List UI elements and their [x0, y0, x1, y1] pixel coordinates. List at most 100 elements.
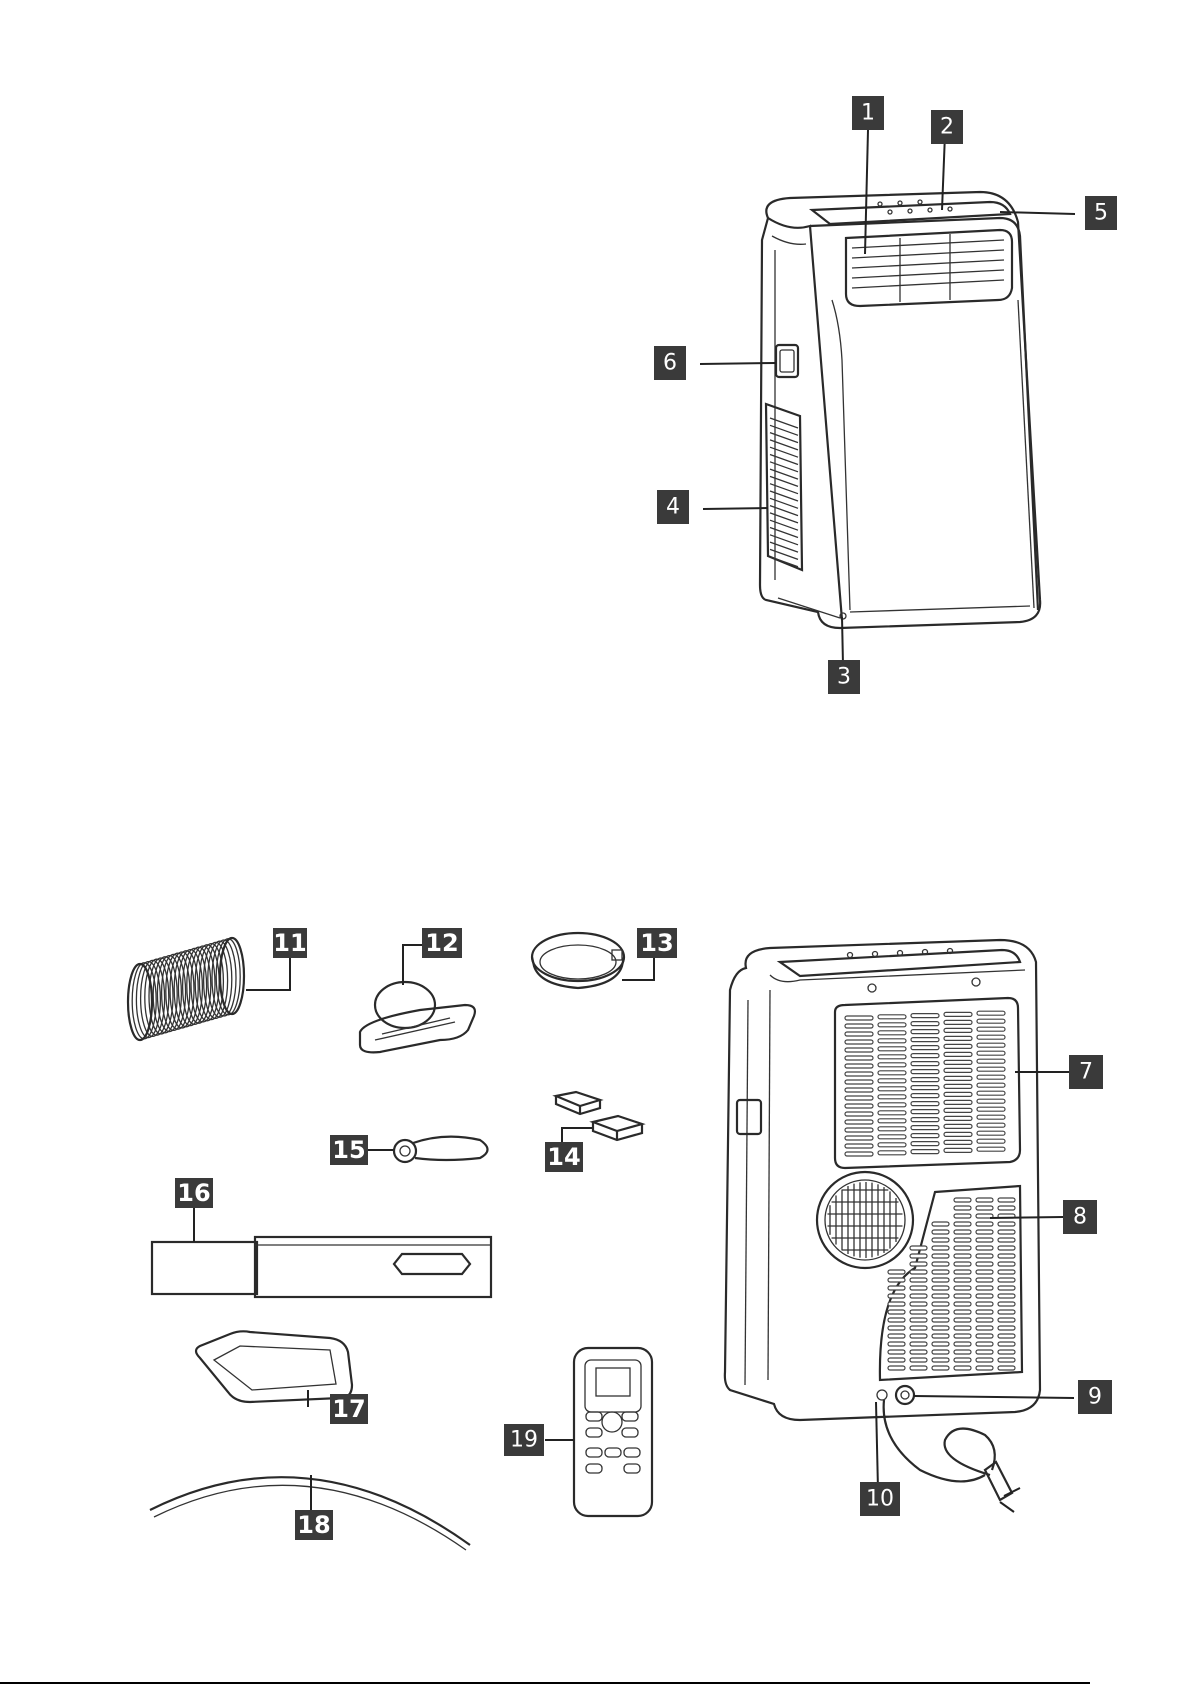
grille-slat	[888, 1318, 905, 1322]
grille-slat	[998, 1238, 1015, 1242]
grille-slat	[977, 1011, 1005, 1015]
front-view-unit	[760, 192, 1040, 628]
grille-slat	[977, 1147, 1005, 1151]
svg-text:7: 7	[1079, 1060, 1093, 1085]
grille-slat	[911, 1134, 939, 1138]
grille-slat	[998, 1262, 1015, 1266]
grille-slat	[954, 1278, 971, 1282]
grille-slat	[932, 1334, 949, 1338]
grille-slat	[976, 1222, 993, 1226]
grille-slat	[944, 1116, 972, 1120]
grille-slat	[954, 1350, 971, 1354]
grille-slat	[954, 1302, 971, 1306]
grille-slat	[911, 1054, 939, 1058]
grille-slat	[954, 1366, 971, 1370]
grille-slat	[888, 1286, 905, 1290]
grille-slat	[845, 1024, 873, 1028]
grille-slat	[954, 1222, 971, 1226]
grille-slat	[878, 1031, 906, 1035]
grille-slat	[977, 1051, 1005, 1055]
grille-slat	[944, 1068, 972, 1072]
grille-slat	[976, 1230, 993, 1234]
grille-slat	[845, 1128, 873, 1132]
grille-slat	[944, 1020, 972, 1024]
callout-7: 7	[1069, 1055, 1103, 1089]
callout-14: 14	[545, 1142, 583, 1172]
grille-slat	[932, 1326, 949, 1330]
svg-text:15: 15	[332, 1136, 365, 1164]
grille-slat	[977, 1091, 1005, 1095]
grille-slat	[911, 1022, 939, 1026]
grille-slat	[878, 1095, 906, 1099]
grille-slat	[911, 1038, 939, 1042]
grille-slat	[998, 1222, 1015, 1226]
grille-slat	[954, 1246, 971, 1250]
grille-slat	[845, 1040, 873, 1044]
grille-slat	[888, 1334, 905, 1338]
grille-slat	[910, 1286, 927, 1290]
grille-slat	[954, 1214, 971, 1218]
grille-slat	[976, 1302, 993, 1306]
callout-1: 1	[852, 96, 884, 130]
grille-slat	[878, 1079, 906, 1083]
grille-slat	[944, 1052, 972, 1056]
grille-slat	[998, 1294, 1015, 1298]
grille-slat	[998, 1246, 1015, 1250]
grille-slat	[977, 1107, 1005, 1111]
side-air-intake-grille	[766, 404, 802, 570]
grille-slat	[944, 1028, 972, 1032]
grille-slat	[932, 1358, 949, 1362]
grille-slat	[878, 1103, 906, 1107]
svg-text:11: 11	[273, 929, 306, 957]
grille-slat	[878, 1087, 906, 1091]
callout-18: 18	[295, 1510, 333, 1540]
grille-slat	[976, 1342, 993, 1346]
grille-slat	[910, 1302, 927, 1306]
grille-slat	[944, 1084, 972, 1088]
grille-slat	[910, 1318, 927, 1322]
svg-text:6: 6	[663, 351, 677, 376]
grille-slat	[878, 1023, 906, 1027]
grille-slat	[977, 1115, 1005, 1119]
exhaust-outlet-round	[817, 1172, 913, 1268]
grille-slat	[932, 1366, 949, 1370]
grille-slat	[878, 1111, 906, 1115]
callout-labels: 1 2 3 4 5 6 7 8	[175, 96, 1117, 1540]
grille-slat	[911, 1030, 939, 1034]
grille-slat	[910, 1342, 927, 1346]
grille-slat	[932, 1254, 949, 1258]
grille-slat	[976, 1270, 993, 1274]
grille-slat	[932, 1294, 949, 1298]
svg-text:4: 4	[666, 495, 680, 520]
grille-slat	[878, 1071, 906, 1075]
grille-slat	[976, 1310, 993, 1314]
grille-slat	[932, 1302, 949, 1306]
grille-slat	[954, 1294, 971, 1298]
grille-slat	[888, 1326, 905, 1330]
grille-slat	[998, 1254, 1015, 1258]
grille-slat	[977, 1075, 1005, 1079]
grille-slat	[944, 1132, 972, 1136]
grille-slat	[944, 1100, 972, 1104]
grille-slat	[845, 1120, 873, 1124]
grille-slat	[977, 1059, 1005, 1063]
grille-slat	[998, 1366, 1015, 1370]
svg-text:16: 16	[177, 1179, 210, 1207]
callout-17: 17	[330, 1394, 368, 1424]
grille-slat	[845, 1144, 873, 1148]
grille-slat	[911, 1094, 939, 1098]
callout-15: 15	[330, 1135, 368, 1165]
grille-slat	[976, 1198, 993, 1202]
grille-slat	[944, 1036, 972, 1040]
grille-slat	[932, 1270, 949, 1274]
grille-slat	[976, 1294, 993, 1298]
grille-slat	[932, 1222, 949, 1226]
grille-slat	[998, 1286, 1015, 1290]
grille-slat	[911, 1150, 939, 1154]
grille-slat	[910, 1294, 927, 1298]
window-adapter	[360, 982, 475, 1052]
grille-slat	[954, 1262, 971, 1266]
grille-slat	[911, 1102, 939, 1106]
grille-slat	[976, 1278, 993, 1282]
